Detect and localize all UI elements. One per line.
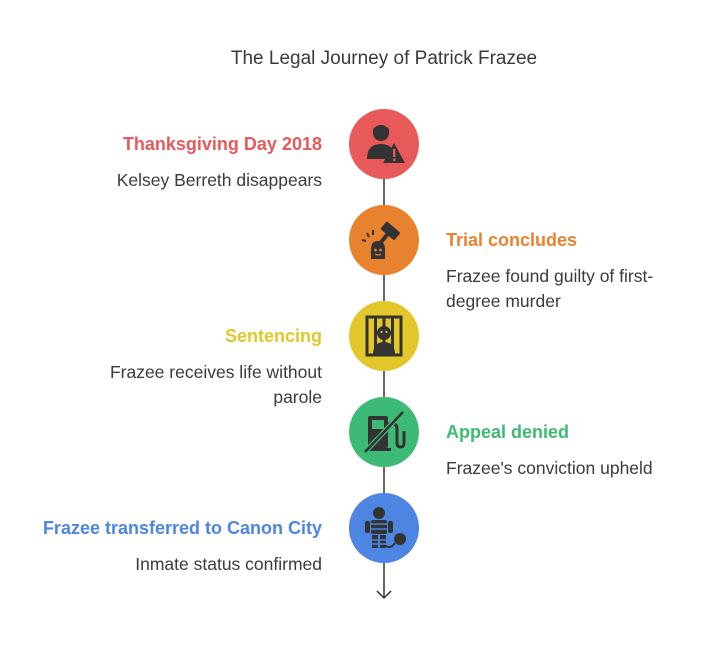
step-2-heading: Trial concludes [446,230,578,250]
step-1-description: Kelsey Berreth disappears [116,170,322,190]
step-2-node [349,205,419,275]
step-4-node [349,397,419,467]
step-1-node [349,109,419,179]
step-3-node [349,301,419,371]
prisoner-bars-icon [365,315,403,357]
timeline-arrow-head [376,590,392,600]
diagram-title: The Legal Journey of Patrick Frazee [230,48,538,69]
gas-pump-crossed-icon [363,410,406,454]
step-4-heading: Appeal denied [446,422,570,442]
step-3-heading: Sentencing [224,326,322,346]
step-5-heading: Frazee transferred to Canon City [42,518,322,538]
step-2-description: Frazee found guilty of first-degree murd… [446,266,654,311]
gavel-icon [361,221,400,259]
step-5-description: Inmate status confirmed [135,554,322,574]
step-4-description: Frazee's conviction upheld [446,458,653,478]
step-3-description: Frazee receives life without parole [109,362,322,407]
person-warning-icon [367,125,405,163]
ball-and-chain-icon [365,507,406,548]
step-1-heading: Thanksgiving Day 2018 [122,134,322,154]
step-5-node [349,493,419,563]
